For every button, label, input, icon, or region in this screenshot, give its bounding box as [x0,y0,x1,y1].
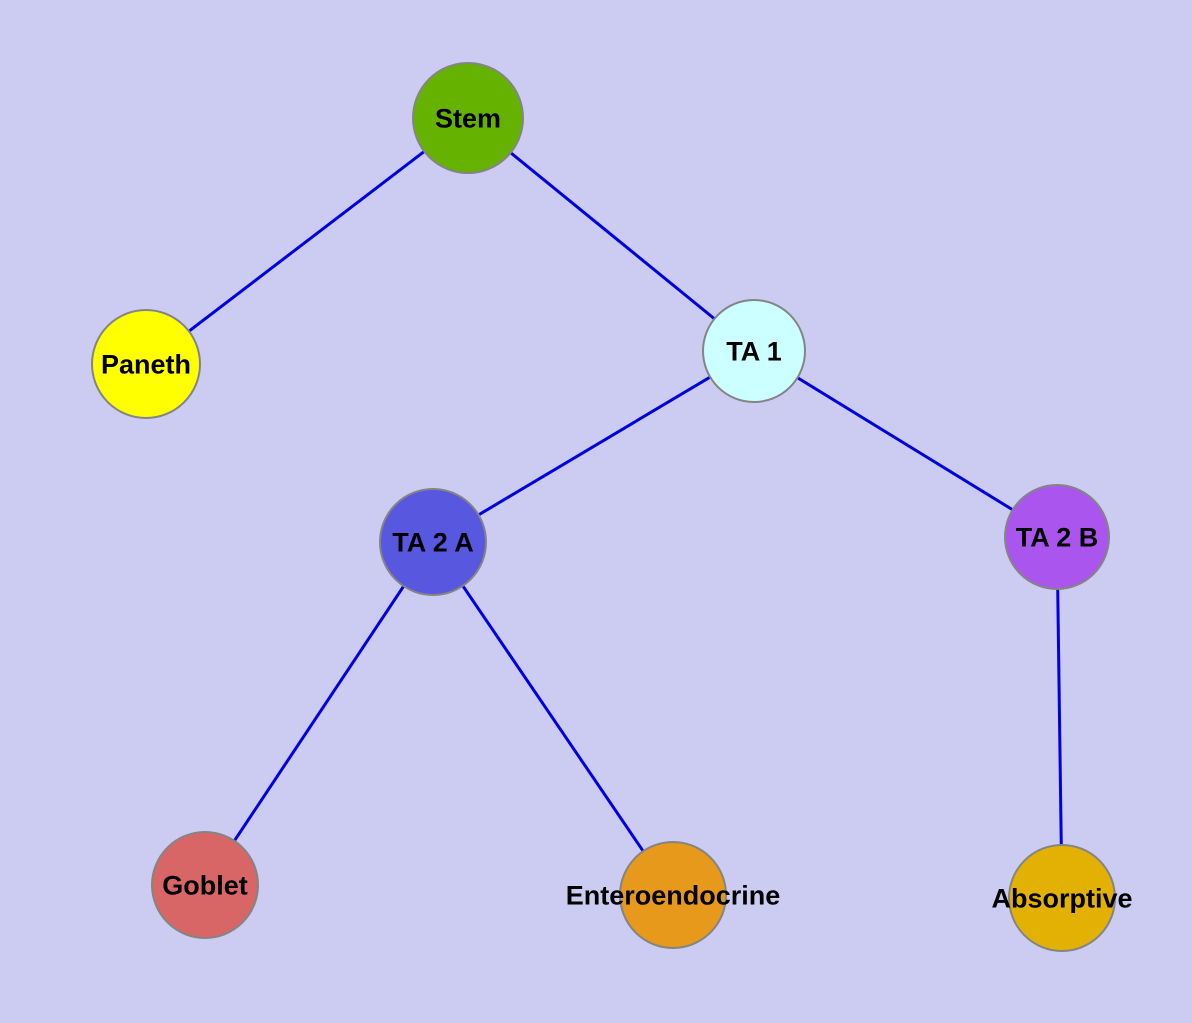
edges-layer [145,116,1064,899]
edge-ta1-to-ta2a [432,349,755,544]
edge-ta2b-to-absorptive [1055,536,1064,899]
node-ta2b [1004,484,1110,590]
node-label-goblet: Goblet [162,870,248,900]
edge-ta1-to-ta2b [753,349,1058,539]
edge-stem-to-paneth [145,116,469,366]
node-paneth [91,309,201,419]
node-ta1 [702,299,806,403]
node-ta2a [379,488,487,596]
edge-ta2a-to-enteroendocrine [431,541,675,896]
node-label-ta2b: TA 2 B [1016,522,1099,552]
node-enteroendocrine [619,841,727,949]
node-label-ta1: TA 1 [726,336,782,366]
node-label-paneth: Paneth [101,349,191,379]
edge-ta2a-to-goblet [203,541,435,886]
node-label-enteroendocrine: Enteroendocrine [566,880,781,910]
node-label-stem: Stem [435,103,501,133]
node-stem [412,62,524,174]
edge-stem-to-ta1 [467,116,755,353]
node-label-ta2a: TA 2 A [392,527,474,557]
node-goblet [151,831,259,939]
node-label-absorptive: Absorptive [991,883,1132,913]
node-absorptive [1008,844,1116,952]
